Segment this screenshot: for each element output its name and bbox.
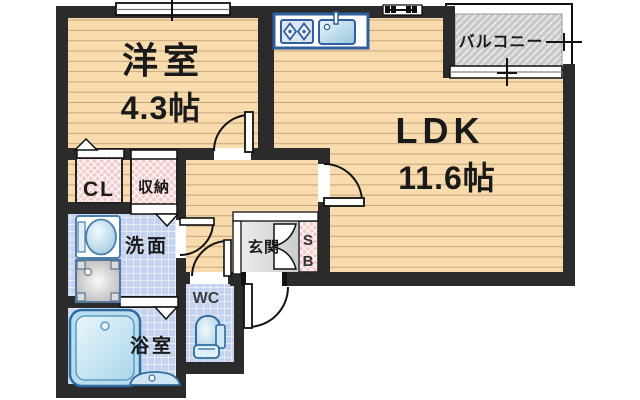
western-room-label: 洋室 xyxy=(122,40,204,81)
ldk-door-leaf xyxy=(323,197,365,207)
kitchen-sink-icon xyxy=(318,11,356,45)
entrance-door-opening xyxy=(246,272,282,286)
bathtub-icon xyxy=(68,308,142,388)
closet-label: CL xyxy=(83,178,115,201)
washroom-door-swing xyxy=(179,221,214,256)
tick-marks xyxy=(497,33,582,86)
shoebox-label-s: S xyxy=(303,232,313,249)
western-room-floor xyxy=(68,18,258,148)
entrance-door-post-left xyxy=(241,272,246,286)
bathroom-door-fold-icon xyxy=(153,306,179,321)
storage-label: 収納 xyxy=(138,178,170,196)
wc-door-leaf xyxy=(223,239,232,277)
western-window xyxy=(115,0,231,21)
storage-door-south xyxy=(130,203,178,215)
western-room-size: 4.3帖 xyxy=(121,90,202,126)
storage-door-north xyxy=(130,149,178,160)
ldk-label: LDK xyxy=(396,110,485,151)
toilet-label: WC xyxy=(193,290,220,307)
faucet-icon xyxy=(333,11,339,25)
western-door-leaf xyxy=(244,111,254,153)
entrance-step-side xyxy=(232,220,242,275)
closet-door xyxy=(76,148,125,159)
washroom-door-opening xyxy=(176,220,186,258)
entrance-door-swing xyxy=(247,286,289,328)
fixture-layer xyxy=(68,215,226,388)
ldk-size: 11.6帖 xyxy=(398,160,496,196)
wall-south xyxy=(230,272,575,286)
toilet-icon xyxy=(193,315,226,359)
wc-door-opening xyxy=(190,272,228,284)
washroom-door-leaf xyxy=(179,217,215,226)
wall-western-east xyxy=(258,6,274,160)
entrance-door-post-right xyxy=(282,272,287,286)
western-door-opening xyxy=(214,148,251,160)
wall-left xyxy=(56,6,68,398)
bathroom-door xyxy=(119,296,179,308)
closet-layer xyxy=(75,157,319,273)
western-door-swing xyxy=(213,114,251,152)
kitchen-unit xyxy=(272,11,370,50)
wall-closet-bottom xyxy=(68,202,132,214)
wc-door-swing xyxy=(191,240,228,277)
balcony xyxy=(445,3,573,71)
stove-icon xyxy=(280,19,314,44)
entrance-door-leaf xyxy=(243,283,253,329)
wall-wc-bottom xyxy=(176,362,244,374)
closet-door-fold-icon xyxy=(73,137,99,151)
opening-layer xyxy=(73,0,582,329)
entrance-label: 玄関 xyxy=(248,238,280,256)
balcony-label: バルコニー xyxy=(459,33,544,51)
washroom-label: 洗面 xyxy=(125,234,169,257)
wall-bath-bottom xyxy=(56,384,186,398)
washing-machine-pan-icon xyxy=(75,259,121,303)
wall-ldk-right xyxy=(563,64,575,286)
shoebox-label-b: B xyxy=(303,253,314,270)
hallway-floor xyxy=(186,160,318,212)
shoebox-door-lower xyxy=(273,246,297,270)
shoebox-door-upper xyxy=(273,223,297,247)
ldk-floor xyxy=(274,18,563,272)
closet-area xyxy=(75,157,123,204)
label-layer: 洋室 4.3帖 LDK 11.6帖 バルコニー CL 収納 洗面 浴室 WC 玄… xyxy=(83,33,544,357)
ldk-door-opening xyxy=(318,164,330,202)
bath-counter-icon xyxy=(128,371,182,386)
bathroom-label: 浴室 xyxy=(130,334,174,357)
entrance-step-edge xyxy=(232,211,319,222)
ldk-door-swing xyxy=(323,163,363,203)
wall-wc-right xyxy=(234,284,244,364)
washbasin-icon xyxy=(75,215,121,259)
wall-balcony-stub xyxy=(443,6,455,78)
storage-door-fold-icon xyxy=(154,213,180,228)
kitchen-window xyxy=(382,4,423,16)
